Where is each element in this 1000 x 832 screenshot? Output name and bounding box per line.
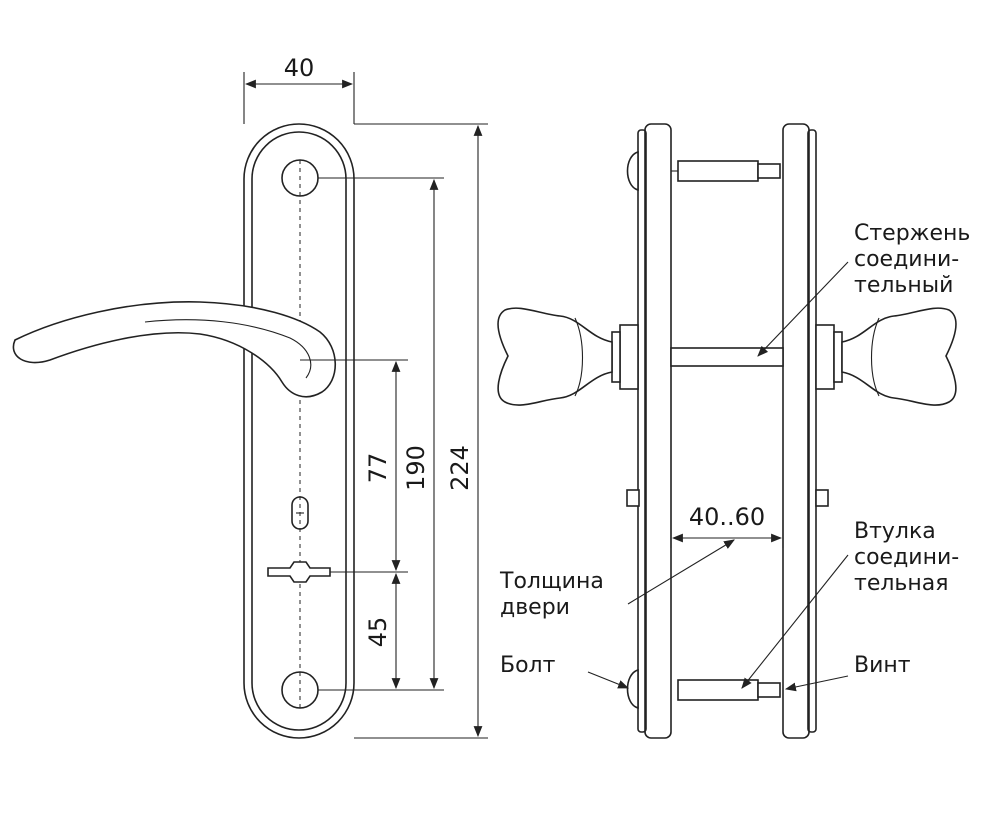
left-knob bbox=[497, 307, 613, 406]
lever-handle bbox=[12, 301, 336, 398]
connecting-rod bbox=[670, 347, 784, 367]
thumb-turn bbox=[267, 561, 331, 583]
leader-bolt bbox=[587, 671, 630, 689]
leader-sleeve bbox=[741, 554, 849, 689]
leader-rod bbox=[757, 261, 849, 357]
top-sleeve bbox=[677, 160, 759, 182]
backplate-inner bbox=[251, 131, 347, 731]
right-tab bbox=[815, 489, 829, 507]
label-sleeve: Втулка соедини- тельная bbox=[854, 519, 966, 596]
dim-thickness-label: 40..60 bbox=[689, 503, 765, 531]
front-view: 40 224 190 77 45 bbox=[12, 54, 488, 739]
left-plate bbox=[644, 123, 672, 739]
left-tab bbox=[626, 489, 640, 507]
backplate-outer bbox=[243, 123, 355, 739]
label-rod: Стержень соедини- тельный bbox=[854, 221, 977, 298]
right-plate bbox=[782, 123, 810, 739]
dim-190-label: 190 bbox=[402, 445, 430, 491]
top-bolt-head bbox=[626, 150, 639, 192]
bottom-bolt-head bbox=[626, 668, 639, 710]
label-bolt: Болт bbox=[500, 653, 556, 678]
dim-77-label: 77 bbox=[364, 453, 392, 484]
label-screw: Винт bbox=[854, 653, 911, 678]
left-rosette bbox=[619, 324, 639, 390]
right-knob bbox=[841, 307, 957, 406]
label-door-thickness: Толщина двери bbox=[499, 569, 611, 620]
dim-224-label: 224 bbox=[446, 445, 474, 491]
lever-inner-line bbox=[144, 319, 312, 379]
keyhole bbox=[291, 496, 309, 530]
dim-45-label: 45 bbox=[364, 617, 392, 648]
leader-door bbox=[627, 539, 735, 605]
side-view: 40..60 bbox=[497, 123, 957, 739]
dim-width-label: 40 bbox=[284, 54, 315, 82]
right-rosette bbox=[815, 324, 835, 390]
leader-screw bbox=[784, 675, 849, 692]
